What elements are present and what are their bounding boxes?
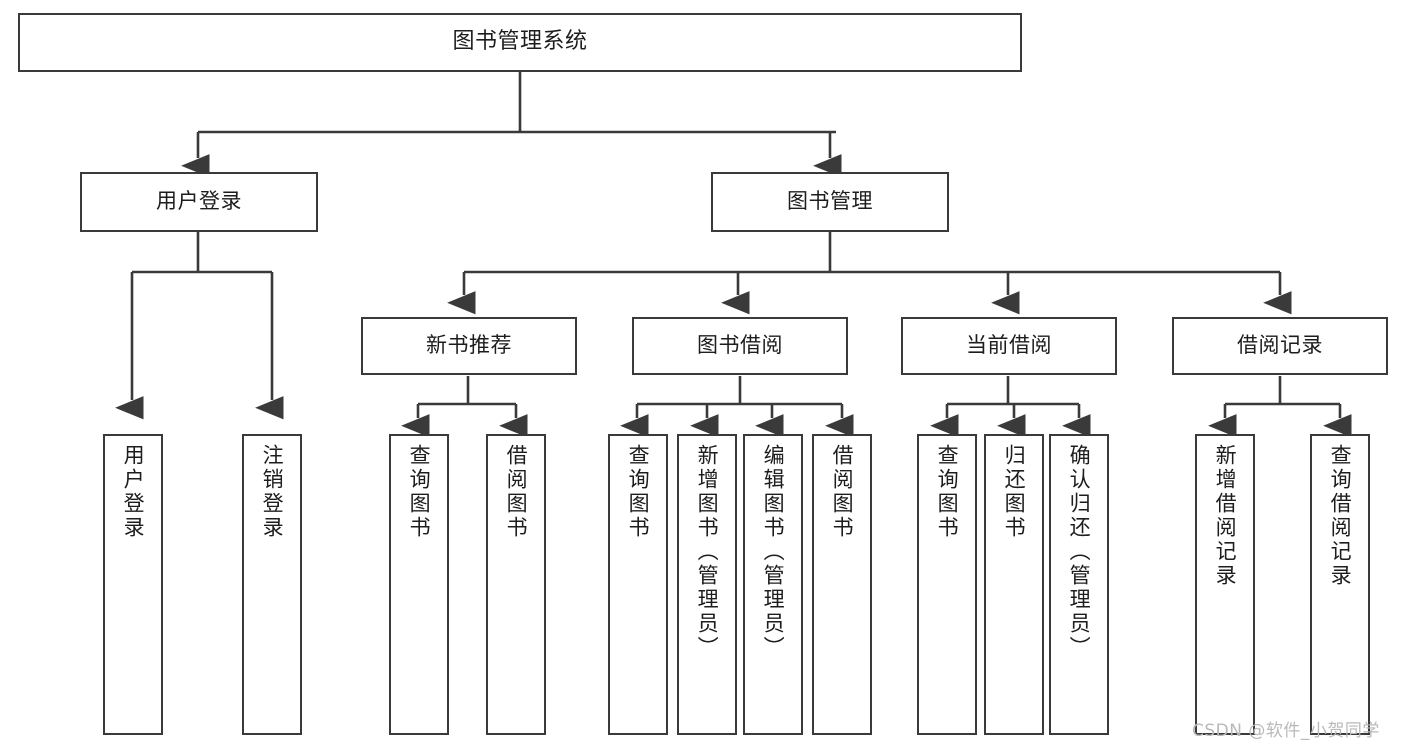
leaf-add-book-admin[interactable]: 新增图书（管理员） <box>677 434 737 735</box>
node-label: 新增图书（管理员） <box>695 444 720 660</box>
leaf-borrow-book[interactable]: 借阅图书 <box>812 434 872 735</box>
leaf-query-borrow-record[interactable]: 查询借阅记录 <box>1310 434 1370 735</box>
leaf-query-book-newbook[interactable]: 查询图书 <box>389 434 449 735</box>
node-label: 编辑图书（管理员） <box>761 444 786 660</box>
node-label: 图书管理 <box>787 189 873 214</box>
node-user-login[interactable]: 用户登录 <box>80 172 318 232</box>
node-label: 当前借阅 <box>966 333 1052 358</box>
leaf-edit-book-admin[interactable]: 编辑图书（管理员） <box>743 434 803 735</box>
leaf-add-borrow-record[interactable]: 新增借阅记录 <box>1195 434 1255 735</box>
node-current-borrow[interactable]: 当前借阅 <box>901 317 1117 375</box>
node-root-system[interactable]: 图书管理系统 <box>18 13 1022 72</box>
node-label: 图书管理系统 <box>452 29 588 55</box>
node-label: 注销登录 <box>260 444 285 540</box>
node-label: 借阅记录 <box>1237 333 1323 358</box>
leaf-return-book[interactable]: 归还图书 <box>984 434 1044 735</box>
node-label: 查询借阅记录 <box>1328 444 1353 588</box>
node-label: 查询图书 <box>626 444 651 540</box>
node-label: 图书借阅 <box>697 333 783 358</box>
node-label: 确认归还（管理员） <box>1067 444 1092 660</box>
node-label: 借阅图书 <box>830 444 855 540</box>
node-label: 查询图书 <box>935 444 960 540</box>
node-book-management[interactable]: 图书管理 <box>711 172 949 232</box>
leaf-confirm-return-admin[interactable]: 确认归还（管理员） <box>1049 434 1109 735</box>
node-new-book-recommend[interactable]: 新书推荐 <box>361 317 577 375</box>
leaf-logout[interactable]: 注销登录 <box>242 434 302 735</box>
watermark-text: CSDN @软件_小贺同学 <box>1192 721 1380 741</box>
node-label: 新书推荐 <box>426 333 512 358</box>
node-label: 借阅图书 <box>504 444 529 540</box>
leaf-borrow-book-newbook[interactable]: 借阅图书 <box>486 434 546 735</box>
node-label: 用户登录 <box>156 189 242 214</box>
node-label: 归还图书 <box>1002 444 1027 540</box>
leaf-query-book-borrow[interactable]: 查询图书 <box>608 434 668 735</box>
node-borrow-record[interactable]: 借阅记录 <box>1172 317 1388 375</box>
leaf-user-login[interactable]: 用户登录 <box>103 434 163 735</box>
node-label: 查询图书 <box>407 444 432 540</box>
leaf-query-book-current[interactable]: 查询图书 <box>917 434 977 735</box>
node-label: 用户登录 <box>121 444 146 540</box>
node-book-borrow[interactable]: 图书借阅 <box>632 317 848 375</box>
node-label: 新增借阅记录 <box>1213 444 1238 588</box>
